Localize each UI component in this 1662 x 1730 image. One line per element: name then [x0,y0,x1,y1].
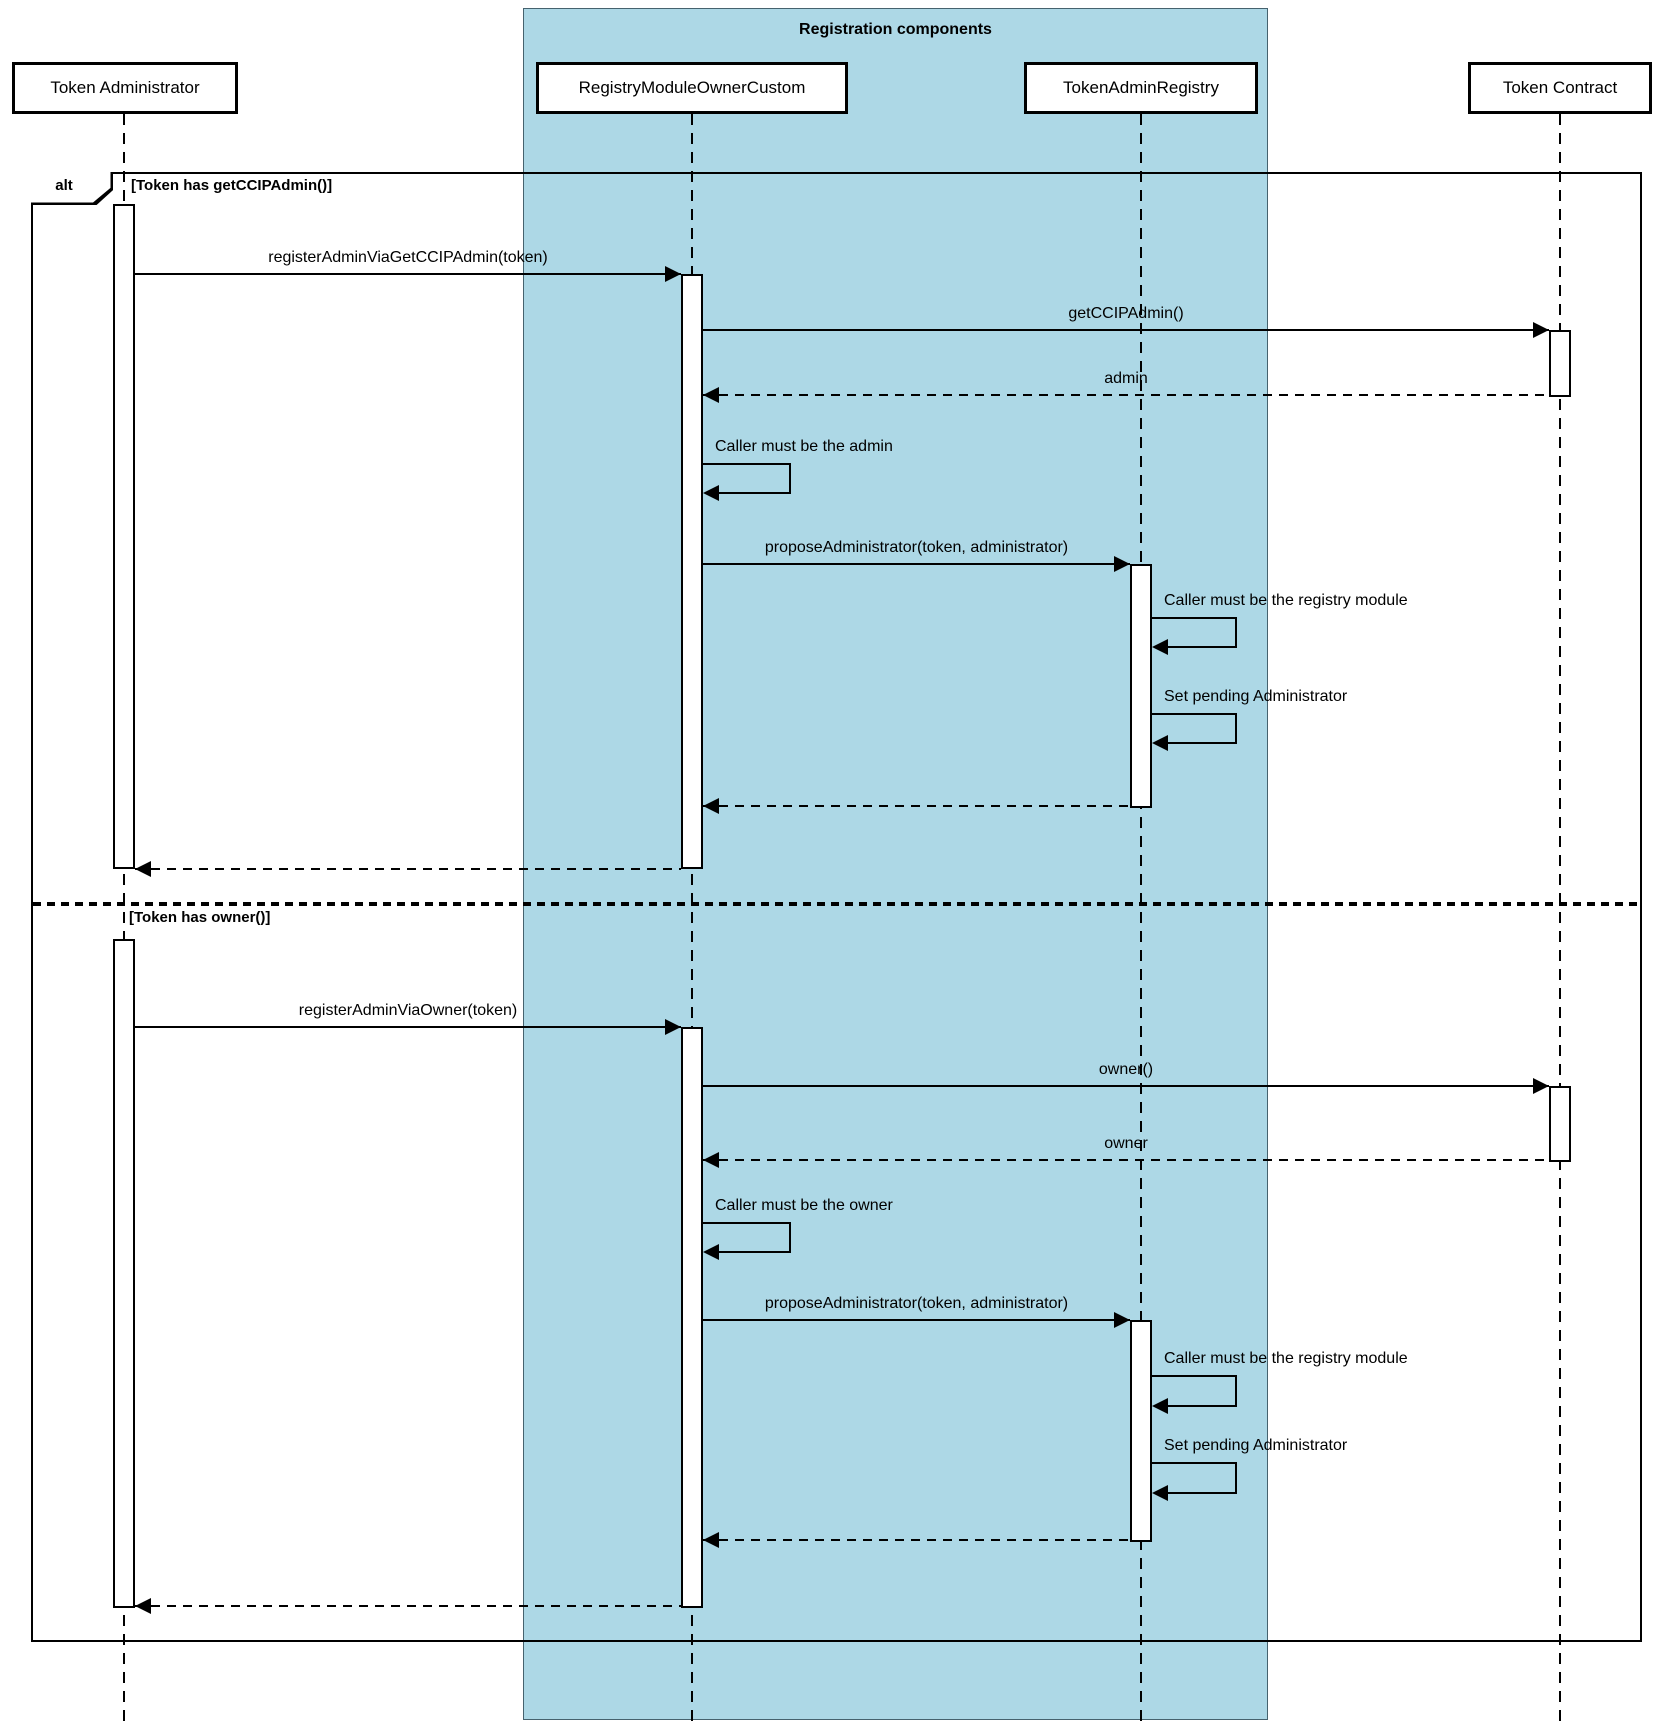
message-caller-must-be-the-registry-module-14-bottom [1166,1405,1237,1407]
message-caller-must-be-the-registry-module-14-label: Caller must be the registry module [1164,1350,1408,1367]
activation-token-administrator-4 [113,939,135,1608]
message-set-pending-administrator-15-arrowhead [1152,1485,1168,1501]
message-return-8-arrowhead [135,861,151,877]
message-caller-must-be-the-owner-12-side [789,1222,791,1253]
message-return-17-arrowhead [135,1598,151,1614]
lifeline-token-contract [1559,114,1561,1724]
message-caller-must-be-the-registry-module-14-top [1152,1375,1237,1377]
message-owner-10-arrowhead [1533,1078,1549,1094]
message-registeradminviagetccipadmin-token-0-label: registerAdminViaGetCCIPAdmin(token) [268,249,548,266]
message-caller-must-be-the-owner-12-label: Caller must be the owner [715,1197,893,1214]
message-admin-2-label: admin [1104,370,1148,387]
guard-token-has-owner: [Token has owner()] [129,909,271,926]
message-caller-must-be-the-owner-12-bottom [717,1251,791,1253]
message-caller-must-be-the-owner-12-arrowhead [703,1244,719,1260]
message-proposeadministrator-token-administrator-4-arrowhead [1114,556,1130,572]
message-set-pending-administrator-15-top [1152,1462,1237,1464]
message-caller-must-be-the-registry-module-14-arrowhead [1152,1398,1168,1414]
message-getccipadmin-1-arrowhead [1533,322,1549,338]
participant-label-registry-module-owner-custom: RegistryModuleOwnerCustom [578,78,806,97]
activation-token-contract-2 [1549,330,1571,397]
activation-token-admin-registry-7 [1130,1320,1152,1542]
message-set-pending-administrator-15-side [1235,1462,1237,1494]
activation-token-contract-6 [1549,1086,1571,1162]
message-caller-must-be-the-registry-module-5-side [1235,617,1237,648]
message-getccipadmin-1-label: getCCIPAdmin() [1068,305,1184,322]
participant-registry-module-owner-custom: RegistryModuleOwnerCustom [536,62,848,114]
participant-label-token-administrator: Token Administrator [50,78,200,97]
message-registeradminviaowner-token-9-line [135,1026,681,1028]
participant-label-token-admin-registry: TokenAdminRegistry [1063,78,1219,97]
message-owner-10-line [703,1085,1549,1087]
message-caller-must-be-the-registry-module-14-side [1235,1375,1237,1407]
message-set-pending-administrator-15-label: Set pending Administrator [1164,1437,1348,1454]
message-set-pending-administrator-6-label: Set pending Administrator [1164,688,1348,705]
message-proposeadministrator-token-administrator-4-line [703,563,1130,565]
message-set-pending-administrator-6-top [1152,713,1237,715]
message-set-pending-administrator-6-bottom [1166,742,1237,744]
message-owner-10-label: owner() [1098,1061,1154,1078]
message-registeradminviaowner-token-9-arrowhead [665,1019,681,1035]
message-return-7-line [703,805,1130,807]
message-return-8-line [135,868,681,870]
message-caller-must-be-the-admin-3-side [789,463,791,494]
message-set-pending-administrator-6-side [1235,713,1237,744]
message-proposeadministrator-token-administrator-13-line [703,1319,1130,1321]
message-return-17-line [135,1605,681,1607]
message-owner-11-line [703,1159,1549,1161]
lifeline-token-administrator [123,114,125,1724]
activation-token-administrator-0 [113,204,135,869]
lifeline-token-admin-registry [1140,114,1142,1724]
message-proposeadministrator-token-administrator-4-label: proposeAdministrator(token, administrato… [764,539,1069,556]
message-proposeadministrator-token-administrator-13-arrowhead [1114,1312,1130,1328]
message-registeradminviagetccipadmin-token-0-line [135,273,681,275]
message-set-pending-administrator-6-arrowhead [1152,735,1168,751]
activation-registry-module-owner-custom-5 [681,1027,703,1608]
message-caller-must-be-the-registry-module-5-arrowhead [1152,639,1168,655]
message-getccipadmin-1-line [703,329,1549,331]
alt-frame [31,172,1642,1642]
activation-registry-module-owner-custom-1 [681,274,703,869]
message-caller-must-be-the-registry-module-5-top [1152,617,1237,619]
message-proposeadministrator-token-administrator-13-label: proposeAdministrator(token, administrato… [764,1295,1069,1312]
participant-token-administrator: Token Administrator [12,62,238,114]
alt-operator-label: alt [55,177,73,194]
alt-divider [33,902,1640,906]
message-set-pending-administrator-15-bottom [1166,1492,1237,1494]
message-admin-2-arrowhead [703,387,719,403]
message-registeradminviaowner-token-9-label: registerAdminViaOwner(token) [298,1002,518,1019]
participant-token-admin-registry: TokenAdminRegistry [1024,62,1258,114]
message-return-16-arrowhead [703,1532,719,1548]
participant-token-contract: Token Contract [1468,62,1652,114]
message-registeradminviagetccipadmin-token-0-arrowhead [665,266,681,282]
message-caller-must-be-the-registry-module-5-label: Caller must be the registry module [1164,592,1408,609]
message-return-7-arrowhead [703,798,719,814]
message-caller-must-be-the-admin-3-arrowhead [703,485,719,501]
message-caller-must-be-the-admin-3-bottom [717,492,791,494]
guard-token-has-getccipadmin: [Token has getCCIPAdmin()] [131,177,333,194]
message-caller-must-be-the-admin-3-top [703,463,791,465]
activation-token-admin-registry-3 [1130,564,1152,808]
region-title: Registration components [799,21,992,38]
message-caller-must-be-the-registry-module-5-bottom [1166,646,1237,648]
lifeline-registry-module-owner-custom [691,114,693,1724]
message-return-16-line [703,1539,1130,1541]
message-caller-must-be-the-admin-3-label: Caller must be the admin [715,438,893,455]
alt-operator-pentagon: alt [31,172,113,205]
message-caller-must-be-the-owner-12-top [703,1222,791,1224]
participant-label-token-contract: Token Contract [1502,78,1618,97]
message-owner-11-label: owner [1104,1135,1148,1152]
message-admin-2-line [703,394,1549,396]
message-owner-11-arrowhead [703,1152,719,1168]
